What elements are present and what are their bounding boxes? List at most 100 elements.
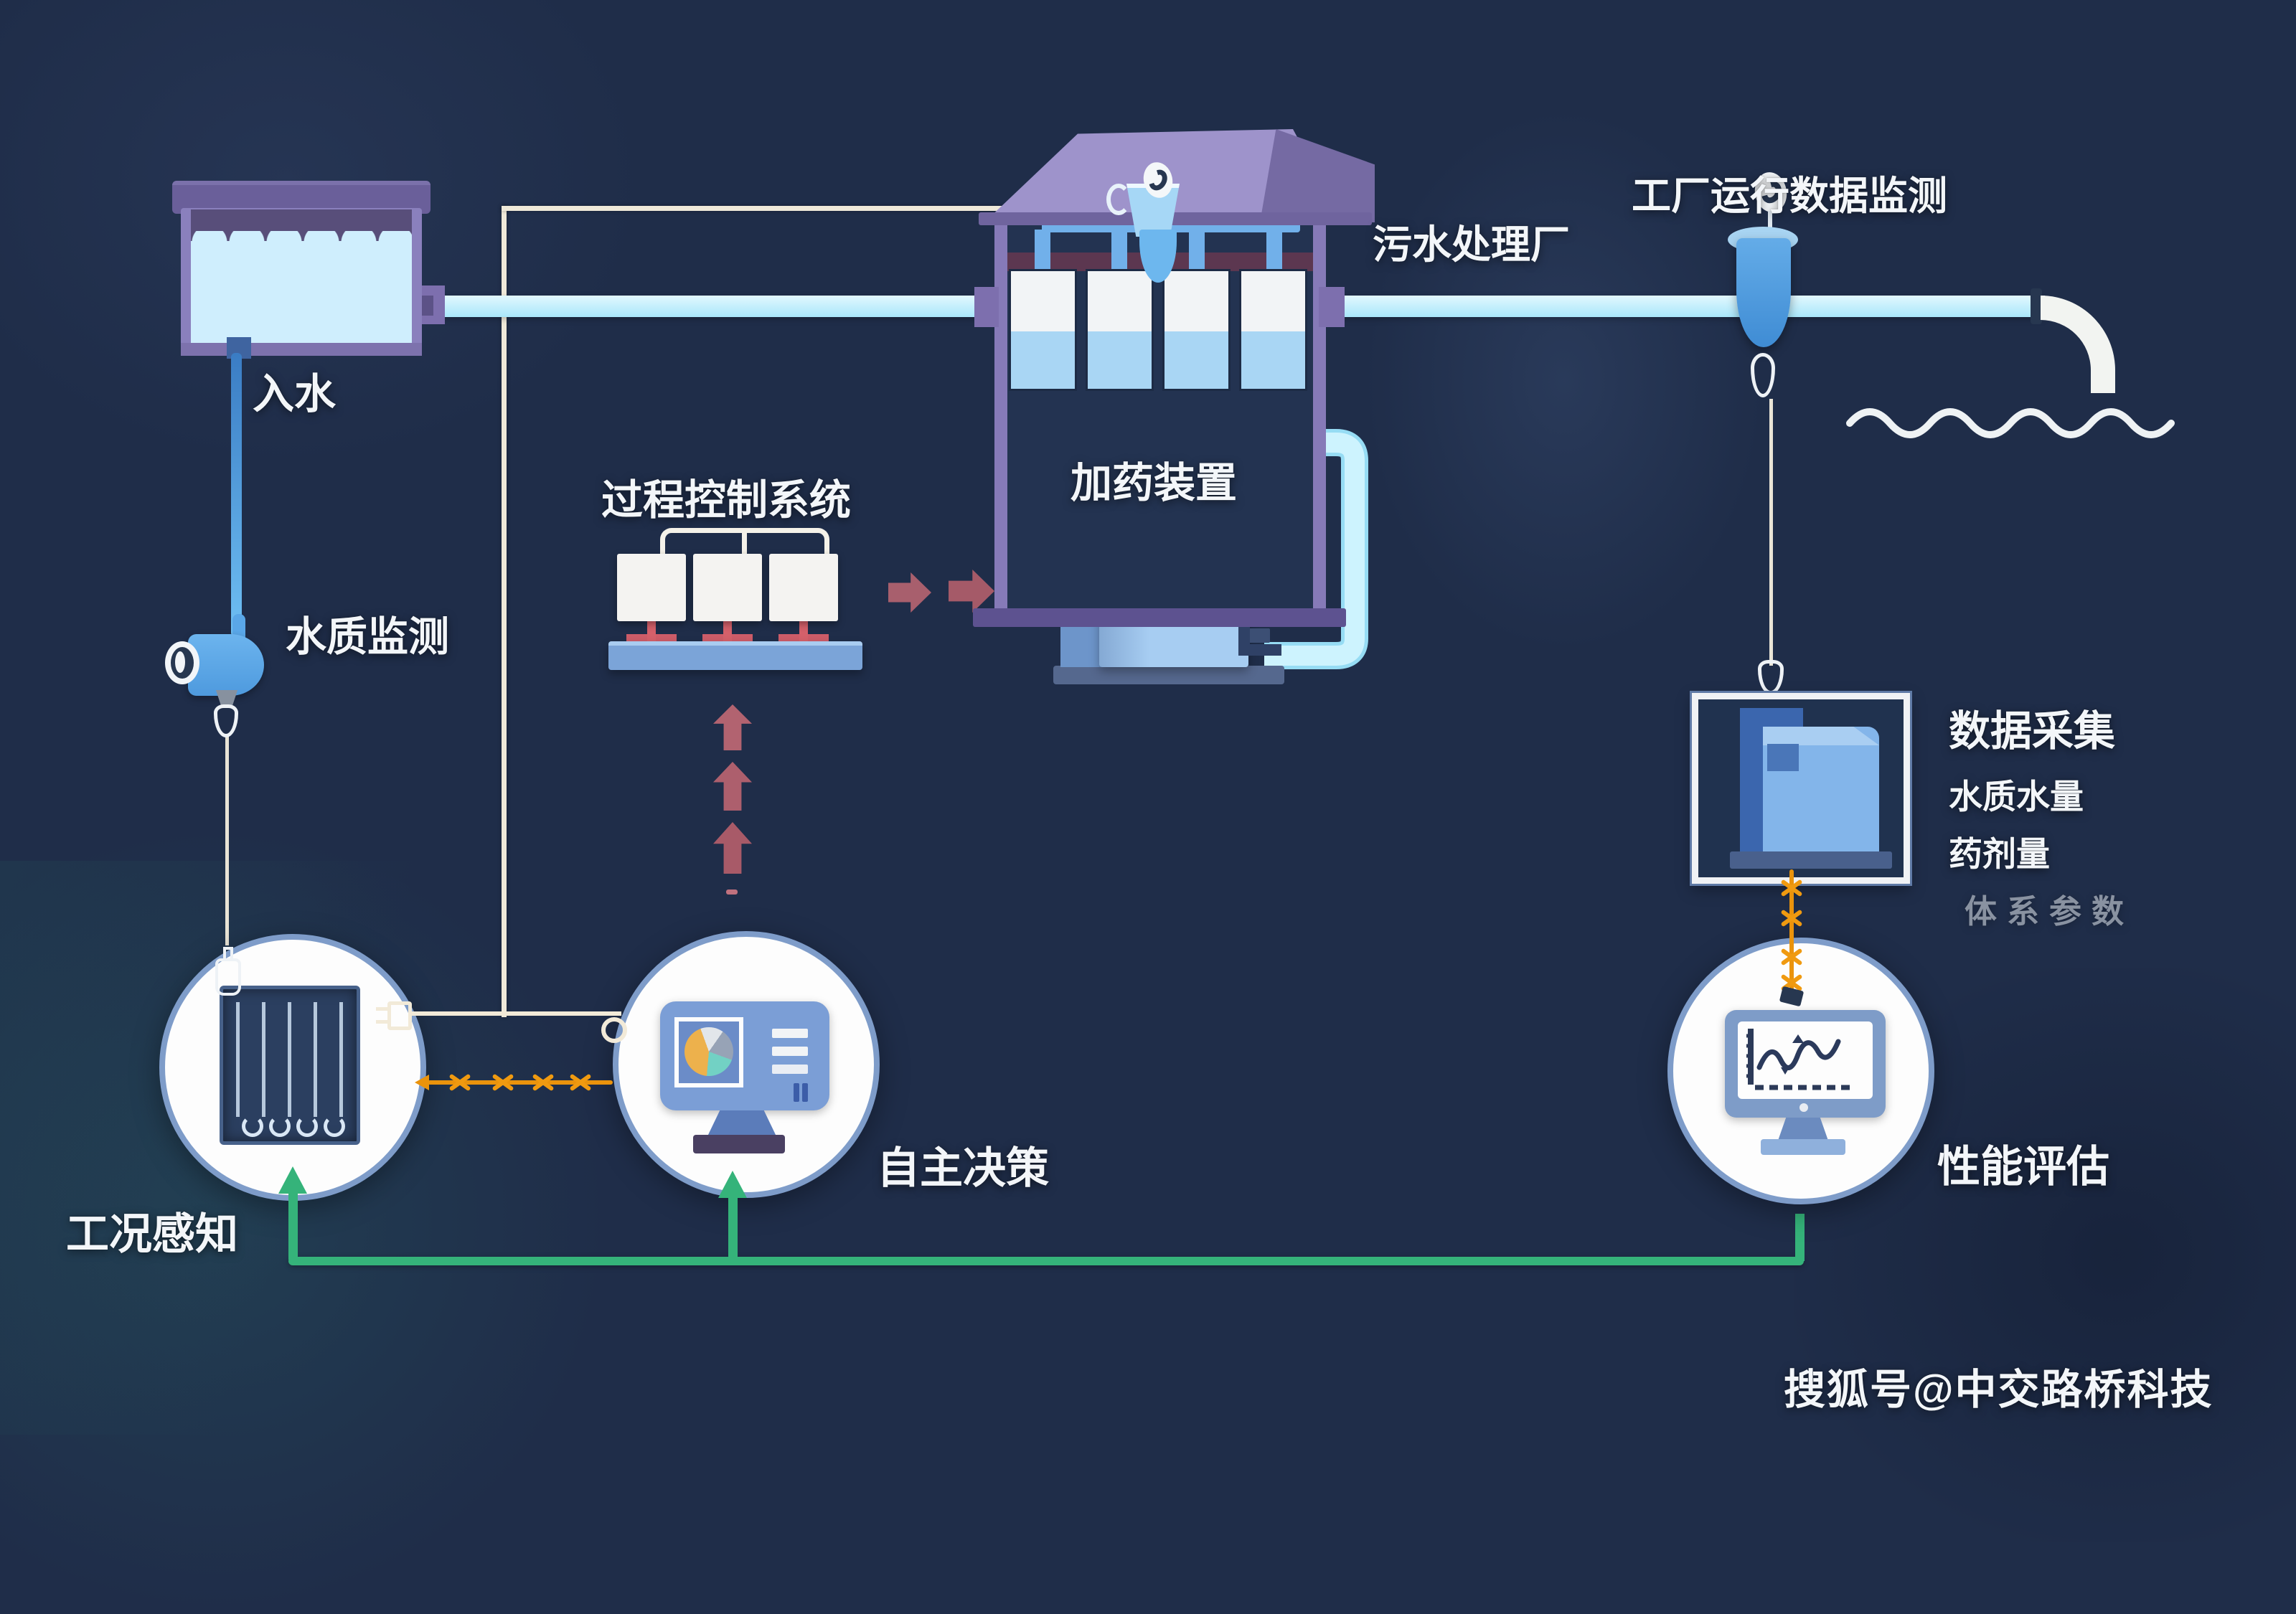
sensor2-stem [1768, 211, 1772, 230]
sewage-plant [969, 115, 1399, 631]
plant-base-strip [973, 608, 1346, 627]
barbed-chain-arrow-left [415, 1075, 429, 1090]
plant-manifold-drop-1 [1035, 230, 1050, 273]
signal-line-vertical-center [502, 206, 507, 1017]
sensor2-bulb-icon [1758, 660, 1784, 694]
label-data-item-1: 水质水量 [1949, 778, 2084, 816]
data-chain-xlink-1 [1779, 879, 1804, 897]
tank-bottom-frame [181, 343, 422, 356]
electrode-hook-1 [242, 1115, 263, 1137]
outlet-pipe-collar [2031, 288, 2042, 324]
flow-arrow-up-1 [713, 704, 752, 750]
pcs-panel-3 [769, 554, 838, 621]
pie-chart [684, 1027, 733, 1076]
feedback-arrow-mid-head [718, 1171, 747, 1198]
plant-pipe-connector-left [974, 287, 999, 327]
plug-wire-line [412, 1011, 621, 1016]
plant-tank-4-water [1241, 331, 1305, 389]
decision-monitor-base [693, 1135, 785, 1153]
dosing-drain-elbow-h [1238, 644, 1281, 656]
plant-data-sensor [1722, 169, 1808, 416]
plant-funnel-handle [1106, 184, 1131, 215]
evaluation-stand [1778, 1118, 1828, 1141]
pcs-leg-2 [723, 618, 732, 643]
decision-computer [660, 1001, 832, 1159]
label-data-collection: 数据采集 [1949, 708, 2116, 755]
process-control-system [603, 524, 875, 674]
electrode-hook-3 [296, 1115, 318, 1137]
data-chain-line [1789, 869, 1794, 996]
flow-arrow-right-1 [888, 572, 931, 613]
pcs-leg-3 [799, 618, 808, 643]
dosing-side-connector-2 [1248, 628, 1270, 643]
label-dosing-device: 加药装置 [1071, 460, 1238, 506]
sensor2-body [1736, 238, 1791, 347]
label-sewage-plant: 污水处理厂 [1373, 222, 1571, 267]
pcs-panel-2 [693, 554, 762, 621]
list-bar-1 [772, 1029, 808, 1038]
server-window [1767, 744, 1799, 771]
sensor1-signal-drop-line [225, 736, 229, 945]
sensor1-antenna [232, 614, 245, 638]
label-plant-operation-monitoring: 工厂运行数据监测 [1632, 174, 1948, 218]
tank-water-waves [191, 231, 412, 253]
label-data-item-3: 体系参数 [1965, 893, 2135, 930]
feedback-arrow-left-shaft [288, 1192, 298, 1260]
plant-manifold-drop-3 [1189, 230, 1205, 273]
watermark: 搜狐号@中交路桥科技 [1784, 1367, 2213, 1413]
electrode-2 [262, 1002, 265, 1117]
sensing-panel [220, 986, 360, 1145]
plug-body [387, 1001, 412, 1030]
evaluation-webcam-dot [1799, 1103, 1808, 1112]
list-bar-3 [772, 1065, 808, 1074]
feedback-line-right-vertical [1795, 1214, 1805, 1261]
plant-tank-2-water [1088, 331, 1152, 389]
plug-prong-2 [376, 1020, 387, 1024]
data-chain-xlink-3 [1779, 948, 1804, 966]
data-chain-xlink-2 [1779, 910, 1804, 927]
plant-manifold-drop-2 [1111, 230, 1127, 273]
chain-xlink-2 [491, 1074, 515, 1091]
electrode-5 [339, 1002, 343, 1117]
pcs-leg-1 [647, 618, 656, 643]
plant-manifold-drop-4 [1266, 230, 1282, 273]
water-quality-sensor [162, 610, 277, 739]
tank-water [191, 241, 412, 343]
flow-arrow-up-dash [726, 889, 738, 895]
label-inflow: 入水 [253, 371, 337, 417]
tank-outlet-notch [422, 296, 433, 316]
pcs-panel-1 [617, 554, 686, 621]
server-base [1730, 851, 1892, 869]
evaluation-computer [1725, 1010, 1890, 1161]
outlet-elbow-pipe [2041, 296, 2115, 393]
chain-xlink-3 [531, 1074, 555, 1091]
sensing-bottle-icon [214, 947, 243, 997]
list-bar-2 [772, 1047, 808, 1056]
decision-monitor-stand [707, 1110, 776, 1136]
tank-down-pipe [231, 353, 242, 637]
feedback-arrow-mid-shaft [728, 1197, 738, 1260]
plant-tank-3-water [1165, 331, 1228, 389]
electrode-4 [314, 1002, 317, 1117]
pcs-wire-center-tick [742, 528, 747, 558]
label-condition-sensing: 工况感知 [66, 1210, 238, 1258]
plug-connector [376, 1000, 413, 1032]
signal-line-horizontal-top [502, 206, 1114, 211]
label-performance-evaluation: 性能评估 [1937, 1143, 2109, 1191]
plant-tank-1-water [1011, 331, 1075, 389]
plant-pipe-connector-right [1319, 287, 1345, 327]
label-process-control-system: 过程控制系统 [601, 477, 852, 524]
dosing-base [1053, 666, 1284, 684]
chain-xlink-4 [568, 1074, 593, 1091]
sensor1-drop-bulb-icon [214, 704, 238, 737]
sensor2-wire-loop [1751, 353, 1775, 397]
evaluation-base [1761, 1139, 1845, 1155]
bottle-body [215, 958, 241, 996]
sensor1-body [188, 634, 264, 696]
label-data-item-2: 药剂量 [1949, 835, 2050, 873]
flow-arrow-up-2 [713, 762, 752, 811]
electrode-hook-4 [324, 1115, 345, 1137]
plant-right-wall [1313, 222, 1326, 611]
pause-bar-1 [794, 1083, 799, 1102]
feedback-arrow-left-head [278, 1166, 307, 1194]
